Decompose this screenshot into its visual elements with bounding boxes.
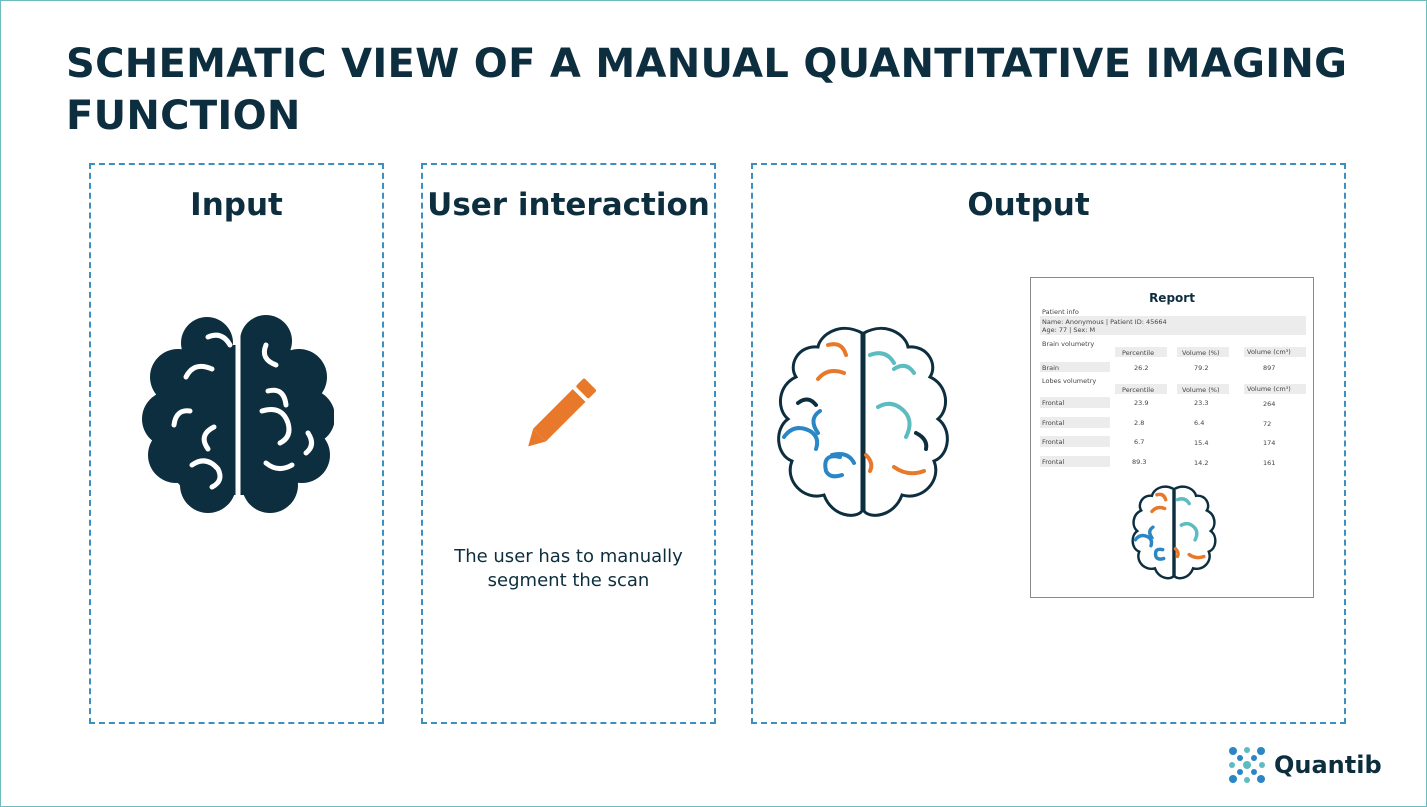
lobe-volume-pct: 14.2 (1194, 459, 1209, 467)
row-label-box (1040, 456, 1110, 467)
report-brain-icon (1131, 485, 1217, 580)
row-label-box (1040, 436, 1110, 447)
header-box (1177, 347, 1229, 357)
lobe-row-label: Frontal (1042, 458, 1065, 466)
patient-line-2: Age: 77 | Sex: M (1042, 326, 1096, 334)
lobe-percentile: 23.9 (1134, 399, 1149, 407)
header-volume-pct: Volume (%) (1182, 349, 1220, 357)
lobes-volumetry-label: Lobes volumetry (1042, 377, 1097, 385)
lobe-row-label: Frontal (1042, 419, 1065, 427)
input-heading: Input (190, 187, 283, 223)
patient-info-label: Patient info (1042, 308, 1079, 316)
header-box (1177, 384, 1229, 394)
lobe-percentile: 2.8 (1134, 419, 1145, 427)
quantib-logo-icon (1229, 747, 1265, 783)
lobes-header-volume-pct: Volume (%) (1182, 386, 1220, 394)
lobe-row-label: Frontal (1042, 399, 1065, 407)
report-card: Report Patient info Name: Anonymous | Pa… (1030, 277, 1314, 598)
brain-filled-icon (142, 315, 334, 514)
brain-outline-colored-icon (777, 326, 949, 517)
input-panel: Input (89, 163, 384, 724)
user-interaction-caption: The user has to manually segment the sca… (423, 545, 714, 593)
header-box (1115, 384, 1167, 394)
header-percentile: Percentile (1122, 349, 1155, 357)
caption-line-2: segment the scan (487, 570, 650, 591)
pencil-icon (528, 378, 596, 447)
brain-volumetry-label: Brain volumetry (1042, 340, 1095, 348)
row-label-box (1040, 362, 1110, 372)
lobe-percentile: 89.3 (1132, 458, 1147, 466)
lobes-header-volume-cm3: Volume (cm³) (1247, 385, 1291, 393)
header-box (1244, 384, 1306, 394)
lobe-volume-cm3: 72 (1263, 420, 1272, 428)
header-box (1244, 347, 1306, 357)
lobes-header-percentile: Percentile (1122, 386, 1155, 394)
output-panel: Output (751, 163, 1346, 724)
brain-percentile: 26.2 (1134, 364, 1149, 372)
report-title: Report (1149, 291, 1195, 305)
caption-line-1: The user has to manually (454, 546, 683, 567)
user-interaction-heading: User interaction (427, 187, 710, 223)
brain-volume-pct: 79.2 (1194, 364, 1209, 372)
quantib-logo: Quantib (1228, 746, 1382, 784)
quantib-logo-text: Quantib (1274, 751, 1382, 779)
lobe-row-label: Frontal (1042, 438, 1065, 446)
lobe-volume-cm3: 161 (1263, 459, 1276, 467)
row-label-box (1040, 417, 1110, 428)
lobe-percentile: 6.7 (1134, 438, 1145, 446)
lobe-volume-pct: 23.3 (1194, 399, 1209, 407)
header-volume-cm3: Volume (cm³) (1247, 348, 1291, 356)
lobe-volume-pct: 6.4 (1194, 419, 1205, 427)
patient-line-1: Name: Anonymous | Patient ID: 45664 (1042, 318, 1167, 326)
lobe-volume-cm3: 264 (1263, 400, 1276, 408)
row-label-box (1040, 397, 1110, 408)
header-box (1115, 347, 1167, 357)
brain-row-label: Brain (1042, 364, 1060, 372)
lobe-volume-pct: 15.4 (1194, 439, 1209, 447)
patient-info-box (1040, 316, 1306, 335)
user-interaction-panel: User interaction The user has to manuall… (421, 163, 716, 724)
brain-volume-cm3: 897 (1263, 364, 1276, 372)
output-heading: Output (967, 187, 1090, 223)
lobe-volume-cm3: 174 (1263, 439, 1276, 447)
slide-title: SCHEMATIC VIEW OF A MANUAL QUANTITATIVE … (66, 41, 1348, 139)
